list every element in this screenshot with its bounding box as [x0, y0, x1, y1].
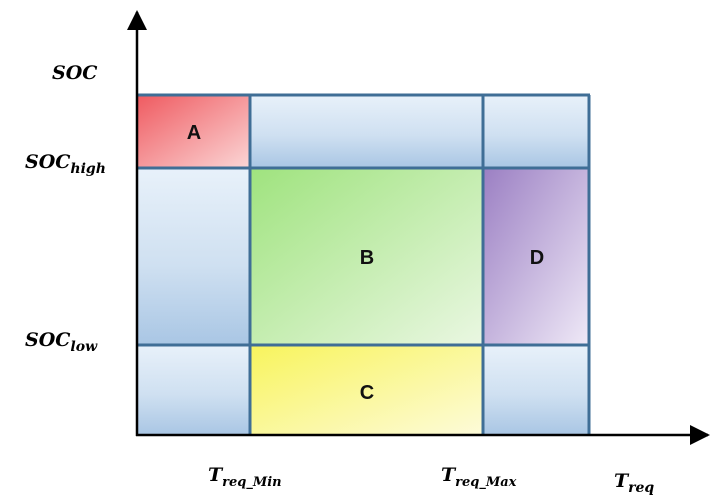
zone-a-cell: [137, 95, 250, 168]
zone-b-label: B: [360, 247, 374, 269]
zone-d-label: D: [530, 247, 544, 269]
x-axis-label-sub: req: [628, 480, 654, 496]
y-tick-soc-low-sub: low: [70, 339, 98, 355]
x-axis-label-base: T: [614, 470, 630, 492]
neutral-cell-middle-left: [137, 168, 250, 345]
zone-b-cell: [250, 168, 483, 345]
neutral-cell-bottom-right: [483, 345, 589, 435]
x-tick-treq-min-base: T: [208, 464, 224, 486]
zone-a-label: A: [187, 122, 201, 144]
grid-lines: [137, 93, 591, 435]
y-tick-soc-high: SOChigh: [25, 151, 106, 177]
y-tick-soc-low: SOClow: [25, 329, 98, 355]
x-tick-treq-max-base: T: [441, 464, 457, 486]
y-axis-label: SOC: [52, 62, 97, 84]
neutral-cell-top-right: [483, 95, 589, 168]
zone-c-cell: [250, 345, 483, 435]
y-tick-soc-high-base: SOC: [25, 151, 70, 173]
neutral-cell-bottom-left: [137, 345, 250, 435]
x-tick-treq-max: Treq_Max: [441, 464, 517, 490]
y-tick-soc-low-base: SOC: [25, 329, 70, 351]
y-tick-soc-high-sub: high: [70, 161, 105, 177]
zone-c-label: C: [360, 382, 374, 404]
zone-d-cell: [483, 168, 589, 345]
x-tick-treq-max-sub: req_Max: [455, 475, 517, 490]
x-tick-treq-min-sub: req_Min: [222, 475, 282, 490]
neutral-cell-top-middle: [250, 95, 483, 168]
x-tick-treq-min: Treq_Min: [208, 464, 282, 490]
x-axis-label: Treq: [614, 470, 654, 496]
